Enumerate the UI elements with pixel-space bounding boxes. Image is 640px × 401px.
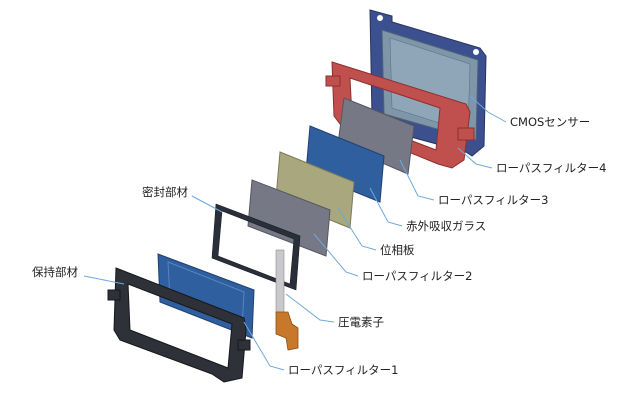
- holder-tab: [237, 339, 251, 351]
- leader-lines: [83, 95, 507, 371]
- label-lpf4: ローパスフィルター4: [496, 161, 606, 175]
- lpf2-filter: [247, 179, 331, 257]
- holder-frame: [113, 267, 247, 383]
- phase-plate: [275, 151, 355, 229]
- leader-lpf3: [399, 159, 435, 201]
- leader-lpf2: [313, 233, 359, 277]
- label-lpf1: ローパスフィルター1: [288, 363, 398, 377]
- leader-phase-plate: [337, 207, 377, 251]
- lpf4-tab: [325, 75, 341, 87]
- leader-cmos: [469, 95, 507, 123]
- label-lpf2: ローパスフィルター2: [362, 269, 472, 283]
- holder-tab: [107, 289, 121, 301]
- cmos-mount-hole: [473, 49, 479, 55]
- seal-frame: [211, 203, 301, 291]
- label-piezo: 圧電素子: [338, 315, 384, 329]
- leader-piezo: [285, 293, 335, 323]
- label-seal: 密封部材: [142, 185, 188, 199]
- piezo-flex-cable: [275, 311, 299, 351]
- label-phase-plate: 位相板: [380, 243, 415, 257]
- cmos-mount-hole: [377, 15, 383, 21]
- piezo-element: [275, 249, 299, 351]
- leader-lpf1: [243, 321, 285, 371]
- piezo-strip: [275, 249, 285, 313]
- label-cmos-sensor: CMOSセンサー: [510, 115, 590, 129]
- leader-lpf4: [457, 147, 493, 169]
- label-ir-glass: 赤外吸収ガラス: [406, 219, 486, 233]
- labels: CMOSセンサー ローパスフィルター4 ローパスフィルター3 赤外吸収ガラス 位…: [32, 115, 606, 377]
- leader-ir-glass: [369, 187, 403, 227]
- label-holder: 保持部材: [32, 265, 78, 279]
- ir-absorbing-glass: [305, 125, 385, 203]
- leader-seal: [191, 195, 223, 213]
- lpf3-filter: [337, 97, 415, 175]
- lpf4-tab: [457, 127, 475, 141]
- label-lpf3: ローパスフィルター3: [438, 193, 548, 207]
- leader-holder: [83, 275, 125, 285]
